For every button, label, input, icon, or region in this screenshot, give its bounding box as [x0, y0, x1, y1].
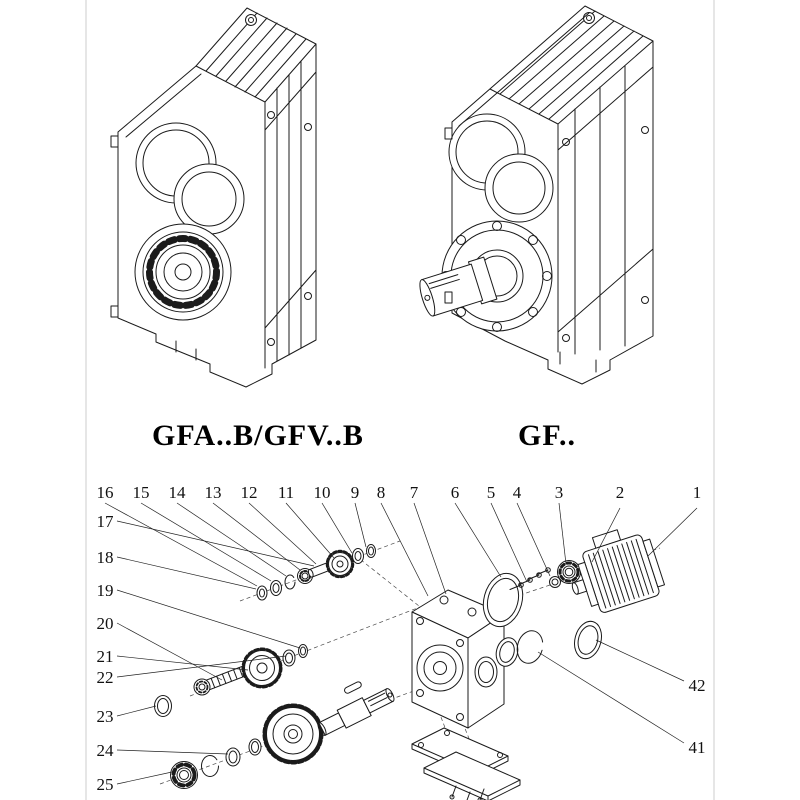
callout-21: 21	[97, 647, 114, 666]
page-margin-lines	[85, 0, 715, 800]
small-parts-row	[256, 544, 376, 601]
part-snap-ring	[201, 755, 219, 777]
callout-numbers: 16 15 14 13 12 11 10 9 8 7 6 5 4 3 2 1 1…	[97, 483, 706, 794]
plate-bolts	[449, 785, 485, 800]
callout-8: 8	[377, 483, 386, 502]
callout-16: 16	[97, 483, 114, 502]
intermediate-gear-cluster	[154, 644, 308, 717]
output-bearing-face	[134, 223, 232, 321]
exploded-parts-diagram: 16 15 14 13 12 11 10 9 8 7 6 5 4 3 2 1 1…	[97, 483, 706, 800]
callout-6: 6	[451, 483, 460, 502]
callout-22: 22	[97, 668, 114, 687]
part-seal-ring	[574, 620, 602, 660]
callout-42: 42	[689, 676, 706, 695]
part-intermediate-gear	[241, 647, 283, 689]
callout-13: 13	[205, 483, 222, 502]
part-shaft-bearing	[193, 678, 211, 696]
gearbox-drawing-left	[110, 7, 317, 388]
callout-25: 25	[97, 775, 114, 794]
part-housing	[411, 589, 505, 729]
part-input-bearing	[557, 560, 581, 584]
callout-15: 15	[133, 483, 150, 502]
callout-1: 1	[693, 483, 702, 502]
callout-3: 3	[555, 483, 564, 502]
part-washer-small	[549, 576, 561, 588]
callout-7: 7	[410, 483, 419, 502]
part-flange-bolts	[509, 567, 551, 590]
callout-10: 10	[314, 483, 331, 502]
callout-2: 2	[616, 483, 625, 502]
model-label-left: GFA..B/GFV..B	[152, 419, 364, 452]
output-assembly	[170, 681, 395, 789]
part-output-shaft	[317, 688, 395, 736]
part-output-bearing	[170, 761, 198, 789]
output-shaft	[419, 256, 498, 317]
part-gasket-ring	[482, 572, 524, 628]
callout-9: 9	[351, 483, 360, 502]
input-bore-circles	[448, 113, 554, 223]
part-motor	[571, 529, 666, 613]
callout-24: 24	[97, 741, 115, 760]
part-cover-plates	[411, 727, 521, 800]
callout-4: 4	[513, 483, 522, 502]
part-output-gear	[262, 703, 324, 765]
callout-5: 5	[487, 483, 496, 502]
gearbox-drawing-right	[419, 5, 654, 385]
part-oil-seal	[154, 695, 172, 717]
part-snap-ring-mid	[516, 630, 544, 664]
callout-12: 12	[241, 483, 258, 502]
part-spacer-ring	[495, 637, 519, 667]
callout-14: 14	[169, 483, 187, 502]
callout-20: 20	[97, 614, 114, 633]
callout-19: 19	[97, 581, 114, 600]
part-key	[344, 681, 362, 694]
callout-17: 17	[97, 512, 115, 531]
model-label-right: GF..	[518, 419, 576, 452]
callout-41: 41	[689, 738, 706, 757]
callout-23: 23	[97, 707, 114, 726]
leader-lines	[104, 502, 698, 785]
part-pinion-gear	[325, 549, 355, 579]
callout-18: 18	[97, 548, 114, 567]
input-bore-circles	[135, 122, 245, 235]
callout-11: 11	[278, 483, 294, 502]
